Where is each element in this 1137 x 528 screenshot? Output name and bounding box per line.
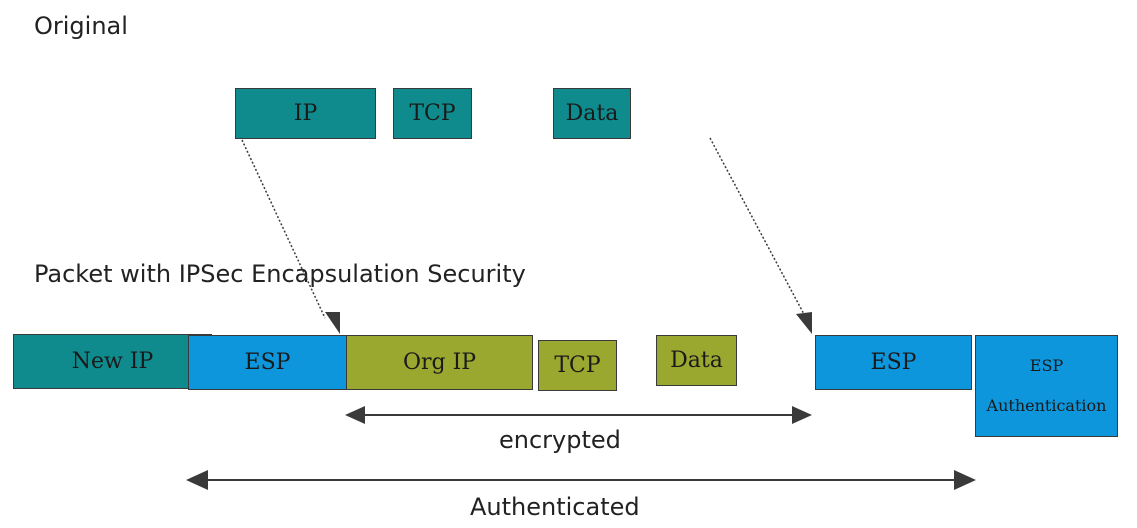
original-label: Original xyxy=(34,12,128,40)
authenticated-right-arrowhead xyxy=(954,470,976,490)
ip-mapping-arrowhead xyxy=(325,312,340,334)
encrypted-left-arrowhead xyxy=(345,406,365,424)
org-ip-box: Org IP xyxy=(346,335,533,390)
esp-auth-label-line1: ESP xyxy=(1029,356,1064,376)
esp-data-box: Data xyxy=(656,335,737,386)
encrypted-right-arrowhead xyxy=(792,406,812,424)
encapsulated-label: Packet with IPSec Encapsulation Security xyxy=(34,260,526,288)
original-data-label: Data xyxy=(565,101,619,126)
original-ip-box: IP xyxy=(235,88,376,139)
original-data-box: Data xyxy=(553,88,631,139)
esp-data-label: Data xyxy=(670,348,723,373)
esp-trailer-box: ESP xyxy=(815,335,972,390)
encrypted-label: encrypted xyxy=(499,426,621,454)
esp-header-box: ESP xyxy=(188,335,347,390)
new-ip-label: New IP xyxy=(71,349,154,374)
original-tcp-box: TCP xyxy=(393,88,472,139)
org-ip-label: Org IP xyxy=(402,350,477,375)
new-ip-box: New IP xyxy=(13,334,212,389)
esp-trailer-label: ESP xyxy=(870,350,917,375)
data-mapping-arrowhead xyxy=(796,312,812,334)
original-ip-label: IP xyxy=(293,101,318,126)
esp-auth-label-line2: Authentication xyxy=(986,396,1107,415)
esp-header-label: ESP xyxy=(244,350,291,375)
authenticated-left-arrowhead xyxy=(186,470,208,490)
ip-mapping-dotted-line xyxy=(241,139,326,319)
data-mapping-dotted-line xyxy=(709,137,807,319)
esp-tcp-label: TCP xyxy=(554,353,601,378)
esp-auth-box: ESP Authentication xyxy=(975,335,1118,437)
original-tcp-label: TCP xyxy=(409,101,456,126)
esp-tcp-box: TCP xyxy=(538,340,617,391)
authenticated-label: Authenticated xyxy=(470,493,640,521)
